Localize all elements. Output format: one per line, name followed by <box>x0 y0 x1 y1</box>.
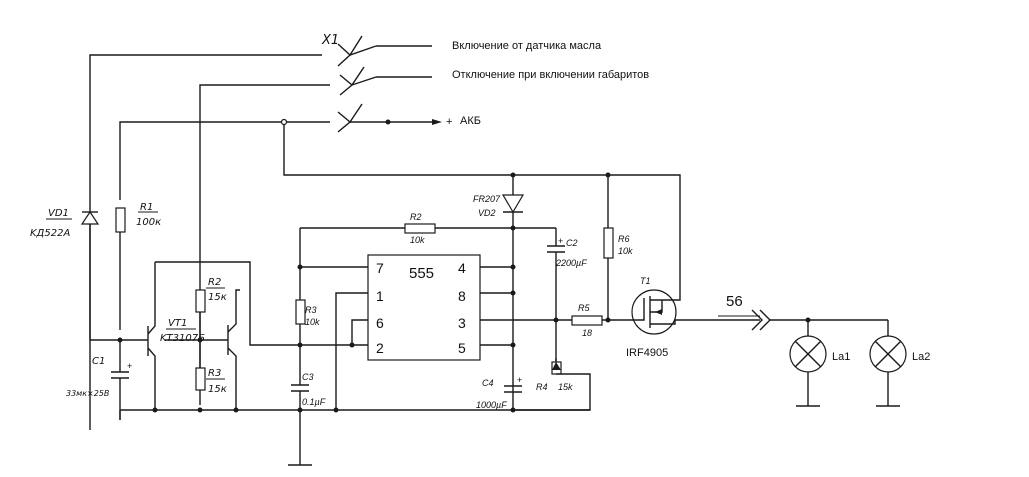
output-label: 56 <box>726 293 743 310</box>
r3-resistor <box>295 299 306 325</box>
r3-left-value: 15к <box>208 384 227 395</box>
left-transistor <box>147 261 300 410</box>
r2-name: R2 <box>410 212 422 222</box>
r4-potentiometer <box>513 358 591 411</box>
t1-type: IRF4905 <box>626 347 668 359</box>
vd1-diode <box>80 210 100 225</box>
c1-capacitor <box>111 340 129 420</box>
r3-name: R3 <box>305 305 317 315</box>
c4-name: C4 <box>482 378 494 388</box>
r2-left-resistor <box>195 289 206 368</box>
oil-sensor-label: Включение от датчика масла <box>452 40 602 52</box>
r2-left-name: R2 <box>208 277 221 288</box>
la2-name: La2 <box>912 351 930 363</box>
r4-name: R4 <box>536 382 548 392</box>
vd1-name: VD1 <box>48 208 69 219</box>
ic-pin2: 2 <box>376 340 384 356</box>
r2-left-value: 15к <box>208 292 227 303</box>
r5-name: R5 <box>578 303 590 313</box>
c3-capacitor <box>291 372 309 410</box>
r4-value: 15k <box>558 382 573 392</box>
r1-resistor <box>115 207 126 330</box>
t1-mosfet <box>631 289 740 335</box>
la1-name: La1 <box>832 351 850 363</box>
c2-plus: + <box>558 236 563 246</box>
la1-lamp <box>789 320 827 407</box>
r6-resistor <box>603 175 614 320</box>
r5-value: 18 <box>582 328 592 338</box>
ic-name: 555 <box>409 265 434 282</box>
r3-value: 10k <box>305 317 320 327</box>
c4-value: 1000µF <box>476 400 507 410</box>
vd2-diode <box>501 175 525 368</box>
output-connector <box>740 309 888 331</box>
ic-pin5: 5 <box>458 340 466 356</box>
r1-value: 100к <box>136 217 161 228</box>
c4-plus: + <box>517 375 522 385</box>
r1-name: R1 <box>140 202 153 213</box>
c1-value: 33мк×25В <box>66 389 109 398</box>
connector-x1 <box>280 35 442 133</box>
ic-pin3: 3 <box>458 315 466 331</box>
r6-name: R6 <box>618 234 630 244</box>
t1-name: T1 <box>640 276 651 286</box>
vt1-name: VT1 <box>168 318 187 329</box>
vd2-part: FR207 <box>473 194 501 204</box>
r2-resistor <box>300 223 556 234</box>
battery-label: АКБ <box>460 115 481 127</box>
connector-label: X1 <box>321 33 339 48</box>
ic-pin6: 6 <box>376 315 384 331</box>
c1-name: C1 <box>92 356 105 367</box>
vt1-type: KT3107Б <box>160 333 205 344</box>
c4-capacitor <box>504 385 522 393</box>
ic-pin1: 1 <box>376 288 384 304</box>
vd2-name: VD2 <box>478 208 496 218</box>
input-wires <box>89 45 681 430</box>
r6-value: 10k <box>618 246 633 256</box>
c2-value: 2200µF <box>555 258 587 268</box>
ic-pin8: 8 <box>458 288 466 304</box>
r2-value: 10k <box>410 235 425 245</box>
c2-name: C2 <box>566 238 578 248</box>
ic-555 <box>367 254 481 361</box>
r5-resistor <box>571 315 632 326</box>
vd1-type: KД522A <box>30 228 70 239</box>
ic-pin4: 4 <box>458 260 466 276</box>
c2-capacitor <box>547 228 565 362</box>
parking-lights-label: Отключение при включении габаритов <box>452 69 649 81</box>
c3-value: 0.1µF <box>302 397 326 407</box>
ic-pin7: 7 <box>376 260 384 276</box>
battery-plus-sign: + <box>446 116 452 128</box>
la2-lamp <box>869 320 907 407</box>
vt1-transistor <box>165 289 240 410</box>
r3-left-name: R3 <box>208 368 221 379</box>
r3-left-resistor <box>195 367 206 391</box>
c3-name: C3 <box>302 372 314 382</box>
c1-plus: + <box>127 361 132 371</box>
